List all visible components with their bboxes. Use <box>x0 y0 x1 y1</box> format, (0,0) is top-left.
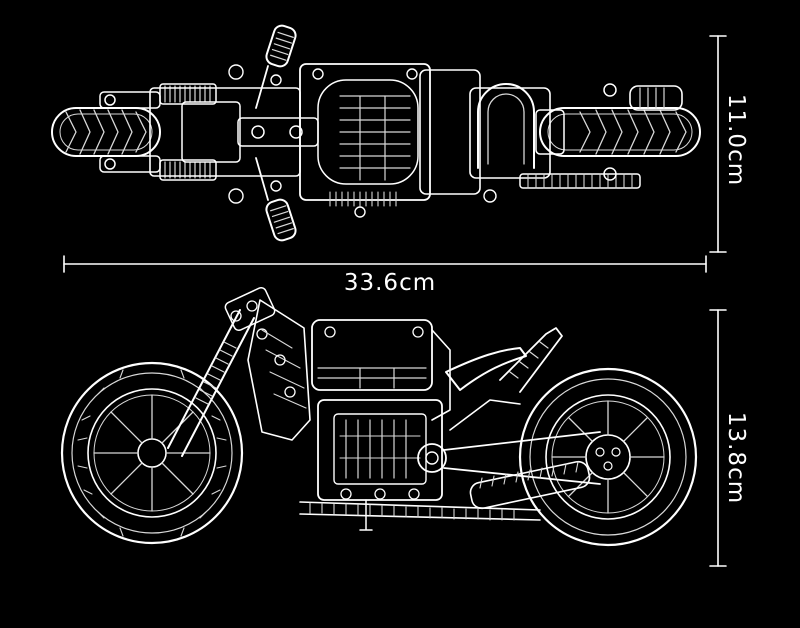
side-height-dimension-label: 13.8cm <box>723 411 749 505</box>
side-engine <box>317 399 443 531</box>
side-seat <box>445 327 563 393</box>
top-frame <box>149 63 565 201</box>
side-swingarm <box>417 399 601 510</box>
top-height-dimension-label: 11.0cm <box>723 93 749 187</box>
side-tank <box>311 319 451 421</box>
side-head-frame <box>247 299 311 441</box>
side-front-wheel <box>60 361 244 545</box>
top-exhaust <box>329 173 641 207</box>
side-exhaust <box>299 501 541 521</box>
motorcycle-top-view <box>51 24 701 242</box>
dimension-line-length <box>63 255 707 273</box>
top-bolts <box>228 64 497 218</box>
top-front-suspension <box>99 83 217 181</box>
top-rear-tire <box>539 107 701 157</box>
motorcycle-side-view <box>60 287 698 547</box>
dimension-line-top-height <box>709 35 727 253</box>
dimension-line-side-height <box>709 309 727 567</box>
length-dimension-label: 33.6cm <box>343 270 437 296</box>
top-handlebars <box>255 24 297 242</box>
side-rear-wheel <box>518 367 698 547</box>
side-front-fork <box>167 287 276 457</box>
top-front-tire <box>51 107 161 157</box>
top-rear-parts <box>603 83 683 181</box>
